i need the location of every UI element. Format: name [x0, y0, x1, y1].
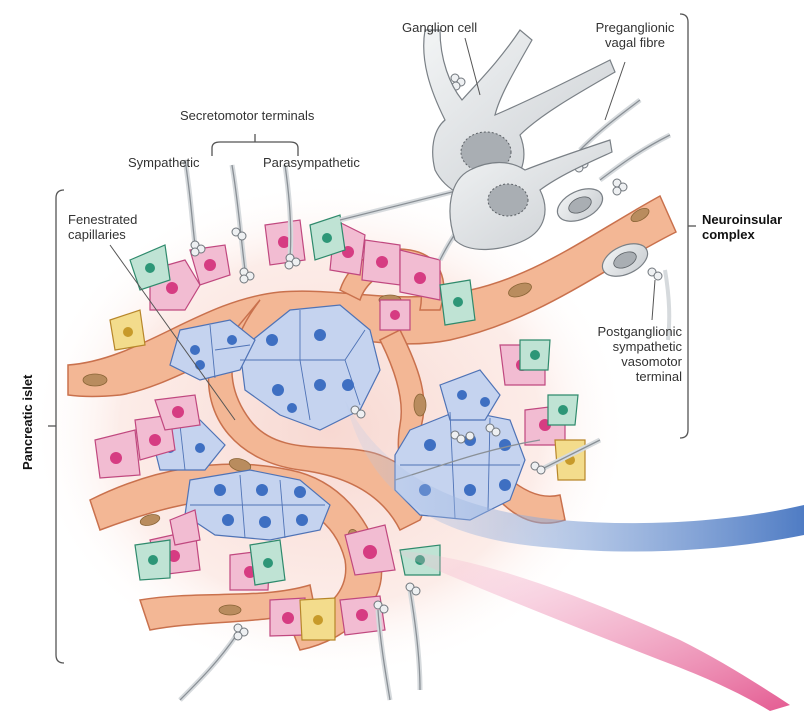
sympathetic-label: Sympathetic — [128, 155, 200, 170]
neuroinsular-label: Neuroinsular complex — [702, 212, 782, 242]
fenestrated-label: Fenestrated capillaries — [68, 212, 137, 242]
postganglionic-label: Postganglionic sympathetic vasomotor ter… — [570, 324, 682, 384]
postganglionic-label-line1: Postganglionic — [570, 324, 682, 339]
fenestrated-label-line2: capillaries — [68, 227, 137, 242]
ganglion-cell-label: Ganglion cell — [402, 20, 477, 35]
neuroinsular-label-line1: Neuroinsular — [702, 212, 782, 227]
neuroinsular-label-line2: complex — [702, 227, 782, 242]
postganglionic-label-line4: terminal — [570, 369, 682, 384]
pancreatic-islet-label: Pancreatic islet — [20, 375, 35, 470]
postganglionic-label-line2: sympathetic — [570, 339, 682, 354]
preganglionic-label-line2: vagal fibre — [585, 35, 685, 50]
preganglionic-label-line1: Preganglionic — [585, 20, 685, 35]
secretomotor-bracket — [212, 142, 298, 156]
fenestrated-label-line1: Fenestrated — [68, 212, 137, 227]
parasympathetic-label: Parasympathetic — [263, 155, 360, 170]
secretomotor-label: Secretomotor terminals — [180, 108, 314, 123]
preganglionic-label: Preganglionic vagal fibre — [585, 20, 685, 50]
postganglionic-label-line3: vasomotor — [570, 354, 682, 369]
